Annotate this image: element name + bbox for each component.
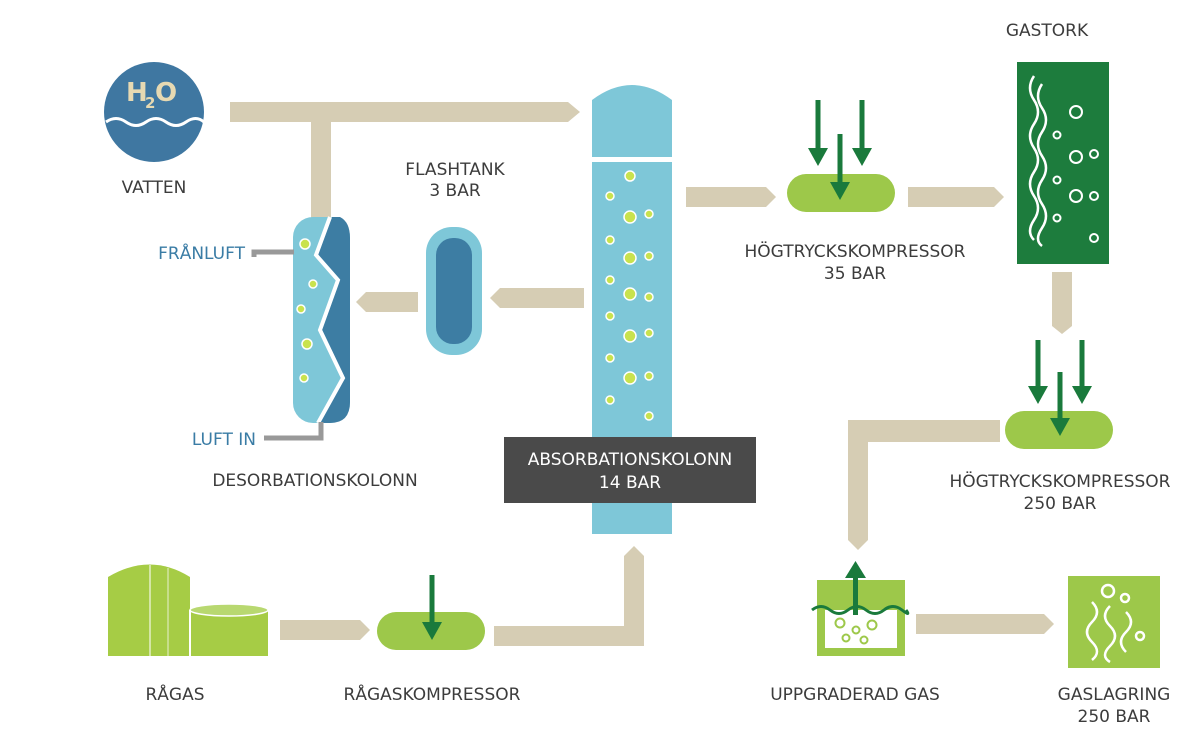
pipe-absorber-to-flashtank	[490, 288, 584, 308]
raw-gas: RÅGAS	[108, 564, 269, 705]
pipe-compressor-to-absorber	[494, 546, 644, 646]
hp-compressor-1-label-line1: HÖGTRYCKSKOMPRESSOR	[745, 240, 966, 262]
pipe-rawgas-to-compressor	[280, 620, 370, 640]
gas-dryer-bubbles	[1052, 105, 1099, 243]
hp-compressor-2-label-line2: 250 BAR	[1024, 494, 1097, 514]
water-wave-icon	[105, 117, 205, 127]
upgraded-gas-wave-icon	[811, 605, 910, 615]
water-symbol-o: O	[155, 78, 177, 108]
pipes	[230, 102, 1072, 646]
absorption-label-line2: 14 BAR	[599, 473, 661, 493]
gas-dryer-waves-icon	[1028, 75, 1048, 247]
flashtank-inner	[436, 238, 472, 344]
upgraded-gas: UPPGRADERAD GAS	[770, 561, 940, 705]
desorption-zigzag-divider	[313, 216, 346, 424]
flashtank-label-line2: 3 BAR	[429, 181, 481, 201]
air-in-label: LUFT IN	[192, 430, 256, 450]
absorption-label-box	[504, 437, 756, 503]
flashtank: FLASHTANK 3 BAR	[405, 160, 506, 355]
absorption-label-line1: ABSORBATIONSKOLONN	[528, 450, 733, 470]
air-in-pipe	[264, 422, 324, 441]
water-node: H 2 O VATTEN	[104, 62, 205, 198]
gas-dryer: GASTORK	[1006, 21, 1109, 264]
pipe-absorber-to-hp1	[686, 187, 776, 207]
raw-gas-label: RÅGAS	[145, 683, 204, 705]
hp-compressor-1-label-line2: 35 BAR	[824, 264, 886, 284]
pipe-flashtank-to-desorber	[356, 292, 418, 312]
pipe-upgraded-to-storage	[916, 614, 1054, 634]
hp-compressor-2: HÖGTRYCKSKOMPRESSOR 250 BAR	[950, 340, 1171, 514]
exhaust-label: FRÅNLUFT	[158, 242, 245, 264]
raw-gas-compressor-label: RÅGASKOMPRESSOR	[344, 683, 521, 705]
pipe-dryer-to-hp2	[1052, 272, 1072, 334]
flashtank-label-line1: FLASHTANK	[405, 160, 505, 180]
absorption-column-cap	[592, 85, 672, 157]
hp-compressor-2-label-line1: HÖGTRYCKSKOMPRESSOR	[950, 470, 1171, 492]
compressor-arrow-icon	[422, 575, 442, 640]
compressor-arrows-icon	[808, 100, 872, 200]
gas-dryer-label: GASTORK	[1006, 21, 1089, 41]
desorption-bubbles	[296, 238, 318, 383]
gas-storage-label-line1: GASLAGRING	[1058, 685, 1171, 705]
desorption-column: FRÅNLUFT LUFT IN DESORBATIONSKOLONN	[158, 216, 418, 491]
water-symbol-sub: 2	[145, 94, 155, 112]
pipe-water-to-absorber	[230, 102, 580, 122]
pipe-hp1-to-dryer	[908, 187, 1004, 207]
upgraded-gas-bubbles	[834, 617, 878, 645]
exhaust-pipe	[251, 249, 294, 257]
water-label: VATTEN	[122, 178, 187, 198]
water-symbol-h: H	[126, 78, 148, 108]
hp-compressor-1: HÖGTRYCKSKOMPRESSOR 35 BAR	[745, 100, 966, 284]
upgraded-gas-arrow-icon	[845, 561, 866, 615]
gas-storage-label-line2: 250 BAR	[1078, 707, 1151, 727]
raw-gas-compressor: RÅGASKOMPRESSOR	[344, 575, 521, 705]
water-droplet-icon	[104, 62, 204, 162]
absorption-bubbles	[605, 170, 654, 421]
desorption-label: DESORBATIONSKOLONN	[212, 471, 417, 491]
upgraded-gas-label: UPPGRADERAD GAS	[770, 685, 940, 705]
biogas-tank-icon	[108, 564, 269, 656]
absorption-column: ABSORBATIONSKOLONN 14 BAR	[504, 85, 756, 534]
gas-storage: GASLAGRING 250 BAR	[1058, 576, 1171, 727]
compressor-arrows-icon	[1028, 340, 1092, 436]
pipe-water-drop	[311, 122, 331, 218]
pipe-hp2-to-upgraded	[848, 420, 1000, 550]
gas-storage-swirl-icon	[1085, 583, 1146, 664]
